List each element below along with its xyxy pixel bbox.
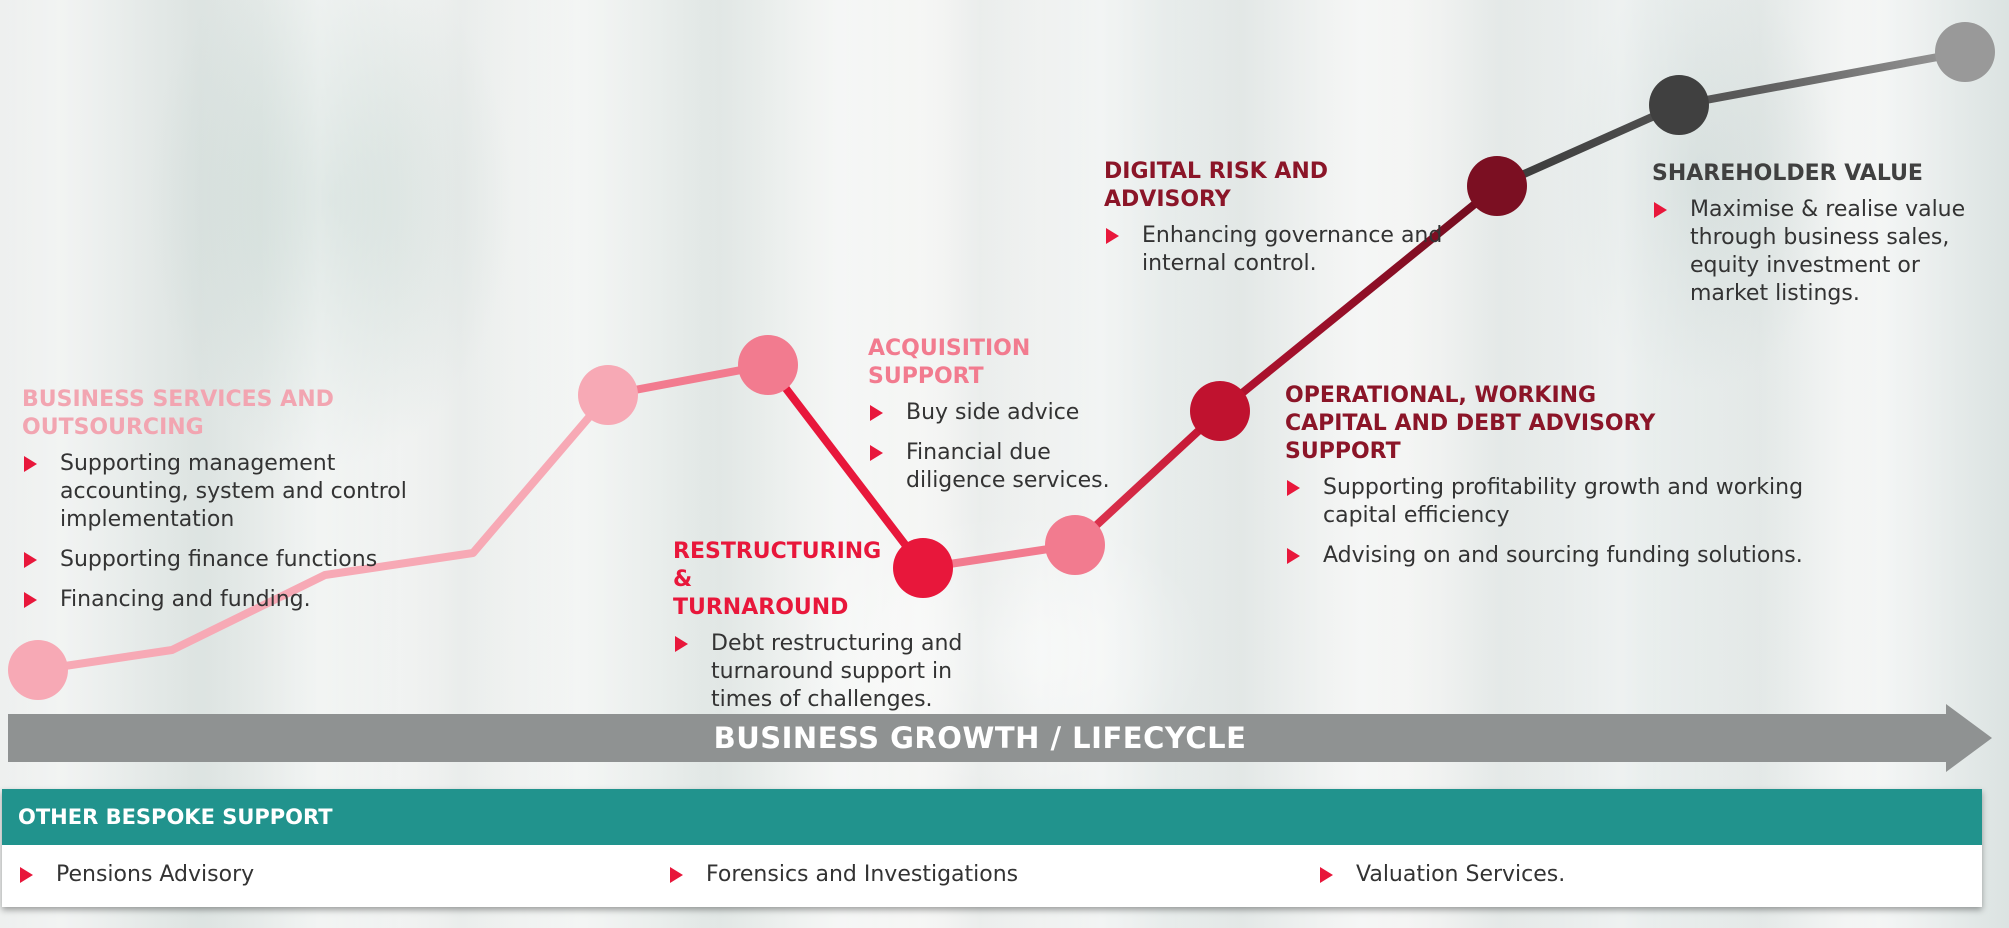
segment-business-services-line [37, 392, 612, 674]
triangle-bullet-icon [1287, 548, 1300, 564]
other-item-forensics: Forensics and Investigations [668, 861, 1018, 889]
bullet-list: Maximise & realise value through busines… [1652, 196, 1982, 308]
node-start [8, 640, 68, 700]
section-title-shareholder-value: SHAREHOLDER VALUE [1652, 161, 1923, 186]
section-title-digital-risk: DIGITAL RISK AND ADVISORY [1104, 159, 1329, 212]
section-title-operational: OPERATIONAL, WORKING CAPITAL AND DEBT AD… [1285, 383, 1656, 464]
section-digital-risk: DIGITAL RISK AND ADVISORY Enhancing gove… [1104, 158, 1444, 290]
section-title-business-services: BUSINESS SERVICES AND OUTSOURCING [22, 387, 334, 440]
segment-operational-line [1072, 408, 1223, 548]
bullet-item: Debt restructuring and turnaround suppor… [673, 630, 973, 714]
triangle-bullet-icon [24, 592, 37, 608]
triangle-bullet-icon [870, 405, 883, 421]
triangle-bullet-icon [1320, 867, 1333, 883]
bullet-item: Buy side advice [868, 399, 1118, 427]
triangle-bullet-icon [675, 636, 688, 652]
bullet-item: Financing and funding. [22, 586, 462, 614]
section-operational: OPERATIONAL, WORKING CAPITAL AND DEBT AD… [1285, 382, 1805, 582]
arrow-label: BUSINESS GROWTH / LIFECYCLE [713, 721, 1247, 755]
bullet-item: Advising on and sourcing funding solutio… [1285, 542, 1805, 570]
section-acquisition-support: ACQUISITION SUPPORT Buy side advice Fina… [868, 335, 1118, 507]
bullet-item: Maximise & realise value through busines… [1652, 196, 1982, 308]
section-title-acquisition-support: ACQUISITION SUPPORT [868, 336, 1031, 389]
triangle-bullet-icon [670, 867, 683, 883]
other-bespoke-support-panel: OTHER BESPOKE SUPPORT Pensions Advisory … [2, 789, 1982, 907]
bullet-item: Supporting finance functions [22, 546, 462, 574]
other-bespoke-support-title: OTHER BESPOKE SUPPORT [2, 789, 1982, 845]
node-business-services [578, 365, 638, 425]
bullet-item: Financial due diligence services. [868, 439, 1118, 495]
node-recovery [1045, 515, 1105, 575]
bullet-list: Supporting management accounting, system… [22, 450, 462, 614]
bullet-list: Buy side advice Financial due diligence … [868, 399, 1118, 495]
node-acquisition [738, 335, 798, 395]
bullet-list: Supporting profitability growth and work… [1285, 474, 1805, 570]
other-item-pensions: Pensions Advisory [18, 861, 254, 889]
triangle-bullet-icon [24, 552, 37, 568]
bullet-list: Enhancing governance and internal contro… [1104, 222, 1444, 278]
section-restructuring: RESTRUCTURING & TURNAROUND Debt restruct… [673, 538, 973, 726]
section-title-restructuring: RESTRUCTURING & TURNAROUND [673, 539, 882, 620]
node-shareholder [1649, 75, 1709, 135]
node-operational [1190, 381, 1250, 441]
section-business-services: BUSINESS SERVICES AND OUTSOURCING Suppor… [22, 386, 462, 626]
triangle-bullet-icon [24, 456, 37, 472]
node-restructuring [893, 538, 953, 598]
triangle-bullet-icon [870, 445, 883, 461]
bullet-item: Enhancing governance and internal contro… [1104, 222, 1444, 278]
node-digital-risk [1467, 156, 1527, 216]
triangle-bullet-icon [1106, 228, 1119, 244]
other-item-valuation: Valuation Services. [1318, 861, 1565, 889]
segment-restructuring-line [764, 362, 927, 571]
arrow-shape [8, 704, 1992, 772]
bullet-list: Debt restructuring and turnaround suppor… [673, 630, 973, 714]
triangle-bullet-icon [1654, 202, 1667, 218]
bullet-item: Supporting management accounting, system… [22, 450, 462, 534]
business-growth-arrow: BUSINESS GROWTH / LIFECYCLE [8, 704, 1992, 772]
triangle-bullet-icon [20, 867, 33, 883]
triangle-bullet-icon [1287, 480, 1300, 496]
node-end [1935, 22, 1995, 82]
section-shareholder-value: SHAREHOLDER VALUE Maximise & realise val… [1652, 160, 1982, 320]
bullet-item: Supporting profitability growth and work… [1285, 474, 1805, 530]
segment-digital-risk-line [1217, 182, 1500, 415]
